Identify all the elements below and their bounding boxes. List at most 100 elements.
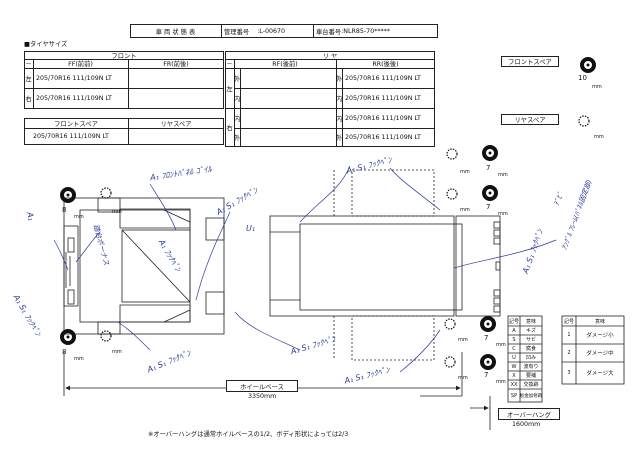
cargo-body	[269, 215, 455, 317]
rr-size-2: 205/70R16 111/109N LT	[345, 94, 421, 102]
rr-r-outer: 外	[336, 135, 342, 142]
tire-rr-spare-icon	[444, 318, 456, 330]
front-spare-box: フロントスペア	[501, 56, 559, 67]
wheelbase-value: 3350mm	[248, 393, 277, 400]
rear-spare-tire-icon	[578, 115, 590, 127]
front-spare-mm: mm	[592, 84, 602, 90]
level-meaning-header: 意味	[594, 318, 605, 325]
chassis-label: 車台番号	[316, 28, 342, 36]
level-code-header: 記号	[563, 318, 574, 325]
fr-header: FR(前後)	[163, 61, 189, 68]
rr-l-outer: 外	[336, 75, 342, 83]
tire-rl-outer-icon	[482, 145, 498, 161]
ff-header: FF(前前)	[68, 61, 93, 68]
rear-tire-table	[225, 51, 435, 147]
tire-rl-spare2-icon	[446, 188, 458, 200]
level-row-meaning: ダメージ中	[586, 351, 614, 357]
tread-fr: 8	[62, 348, 67, 356]
legend-row-meaning: 板金加修跡	[520, 393, 542, 399]
legend-code-header: 記号	[508, 318, 519, 325]
note-2: A₁	[25, 211, 36, 222]
rr-header: RR(後後)	[372, 61, 399, 68]
legend-meaning-header: 意味	[525, 318, 536, 325]
legend-row-code: S	[512, 336, 516, 343]
rear-left-label: 左	[226, 85, 233, 93]
rf-l-inner: 内	[234, 95, 240, 103]
rr-size-3: 205/70R16 111/109N LT	[345, 114, 421, 122]
rf-r-inner: 内	[234, 115, 240, 123]
legend-row-meaning: 要補	[525, 373, 536, 379]
level-row-meaning: ダメージ小	[586, 333, 614, 339]
ff-left-size: 205/70R16 111/109N LT	[36, 74, 112, 82]
tire-rl-inner-icon	[482, 185, 498, 201]
chassis-value: :NLR85-70*****	[341, 27, 390, 35]
front-spare-value: 10	[578, 74, 587, 82]
rear-spare-mm: mm	[594, 134, 604, 140]
tread-rl-inner: 7	[486, 203, 491, 211]
tread-fr-mm: mm	[74, 356, 84, 362]
legend-row-code: X	[512, 372, 516, 379]
tire-rr-inner-icon	[480, 354, 496, 370]
spare-table	[24, 118, 224, 145]
legend-row-code: XX	[510, 381, 518, 388]
overhang-label: オーバーハング	[498, 408, 560, 420]
rr-size-1: 205/70R16 111/109N LT	[345, 74, 421, 82]
legend-row-code: W	[511, 363, 517, 370]
tread-rl-outer: 7	[486, 164, 491, 172]
overhang-value: 1600mm	[512, 421, 541, 428]
cab-outline	[63, 197, 225, 335]
tread-rr-outer: 7	[484, 334, 489, 342]
tire-fl-spare-icon	[100, 187, 112, 199]
tread-fl-mm: mm	[74, 214, 84, 220]
tire-size-heading: ■タイヤサイズ	[24, 41, 68, 48]
legend-row-meaning: サビ	[525, 337, 536, 343]
front-header: フロント	[111, 52, 137, 60]
tire-rr-spare2-icon	[444, 356, 456, 368]
legend-row-meaning: 腐食	[525, 346, 536, 352]
wheelbase-label: ホイールベース	[226, 380, 298, 392]
rr-l-inner: 内	[336, 95, 342, 103]
spare-mm-2: mm	[112, 349, 122, 355]
ff-right-size: 205/70R16 111/109N LT	[36, 95, 112, 102]
legend-row-meaning: 波有り	[523, 364, 539, 370]
mgmt-label: 管理番号	[224, 28, 250, 36]
tire-fr-spare-icon	[100, 330, 112, 342]
tire-rl-spare-icon	[446, 148, 458, 160]
spare-mm-5: mm	[458, 337, 468, 343]
tread-rr-inner: 7	[484, 371, 489, 379]
tire-fl-icon	[60, 187, 76, 203]
document-title: 車 両 状 態 表	[155, 28, 196, 36]
mgmt-value: :L-00670	[257, 27, 286, 35]
legend-row-code: U	[512, 354, 516, 361]
spare-mm-6: mm	[458, 375, 468, 381]
tread-rl-inner-mm: mm	[498, 211, 508, 217]
rear-dash-cell: －	[226, 61, 233, 68]
spare-mm-1: mm	[112, 209, 122, 215]
header-table	[130, 24, 438, 38]
tread-rl-outer-mm: mm	[498, 172, 508, 178]
tread-rr-inner-mm: mm	[496, 379, 506, 385]
note-6: U₁	[246, 224, 256, 233]
level-row-meaning: ダメージ大	[586, 371, 614, 377]
level-row-code: 2	[567, 350, 571, 356]
legend-row-meaning: 交換跡	[523, 382, 539, 388]
dash-cell: －	[25, 61, 32, 68]
rf-header: RF(後前)	[272, 61, 298, 68]
tread-rr-outer-mm: mm	[496, 342, 506, 348]
rf-r-outer: 外	[234, 135, 240, 142]
rear-header: リ ヤ	[322, 52, 338, 60]
front-spare-tire-icon	[580, 57, 596, 73]
legend-row-meaning: 凹み	[525, 355, 536, 361]
tire-rr-outer-icon	[480, 316, 496, 332]
rf-l-outer: 外	[234, 75, 240, 83]
legend-row-meaning: キズ	[525, 328, 536, 334]
legend-row-code: SP	[510, 392, 518, 399]
legend-row-code: A	[512, 327, 516, 334]
rr-size-4: 205/70R16 111/109N LT	[345, 134, 421, 141]
rear-spare-header: リヤスペア	[160, 120, 192, 128]
level-row-code: 1	[567, 332, 571, 338]
spare-mm-3: mm	[460, 169, 470, 175]
front-spare-header: フロントスペア	[54, 120, 98, 128]
right-label: 右	[25, 96, 32, 103]
